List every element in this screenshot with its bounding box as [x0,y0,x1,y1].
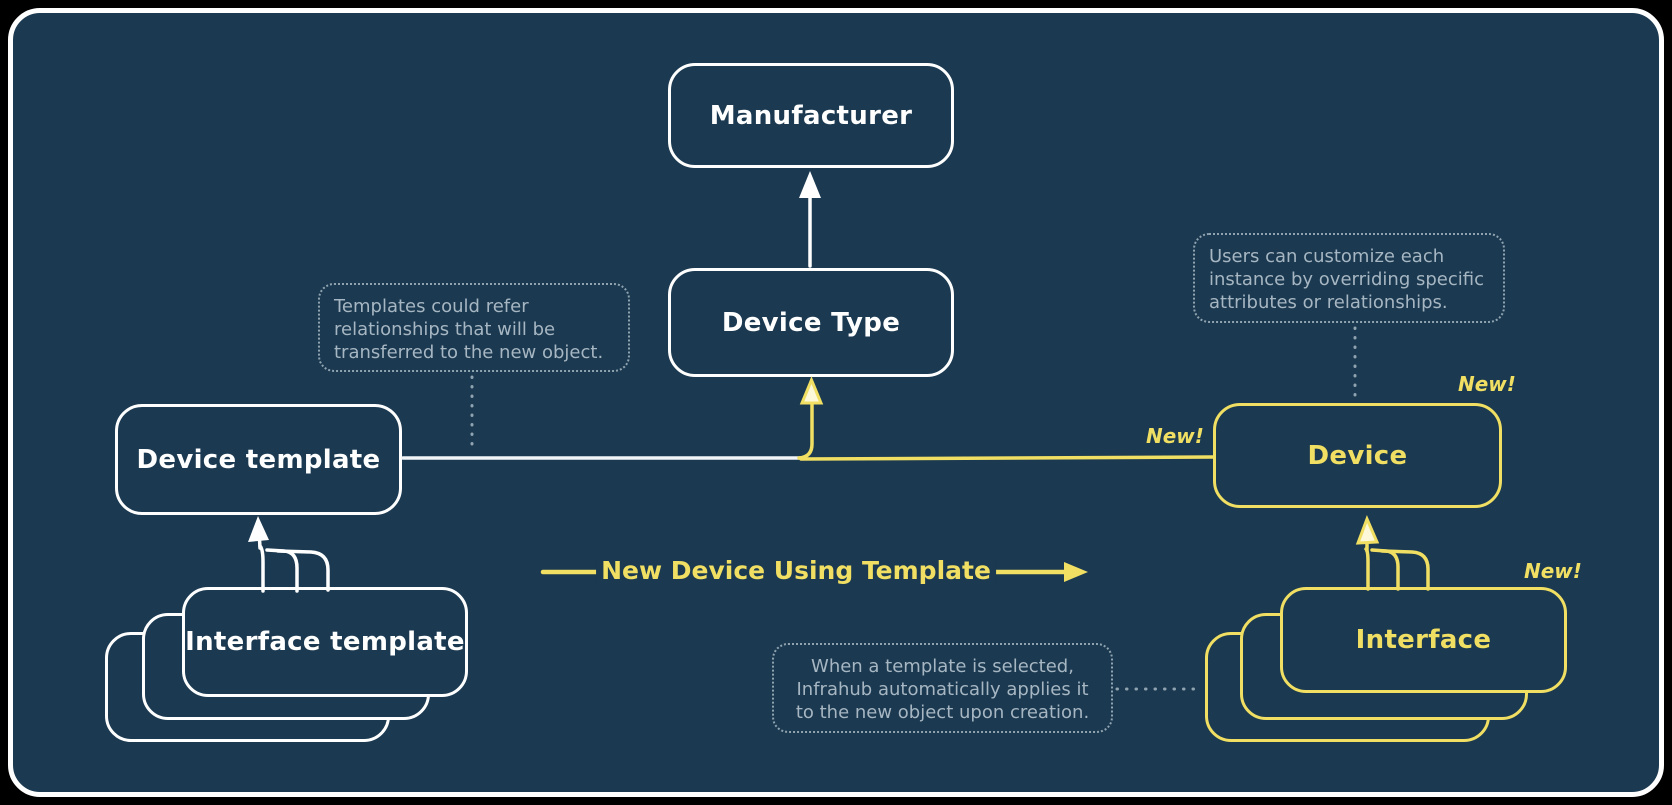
node-device: Device [1213,403,1502,508]
new-badge-link: New! [1146,424,1204,448]
annotation-line: Users can customize each [1209,246,1445,267]
node-interface-template: Interface template [182,587,468,697]
node-device-type: Device Type [668,268,954,377]
node-manufacturer: Manufacturer [668,63,954,168]
node-device-type-label: Device Type [721,307,901,338]
annotation-line: Infrahub automatically applies it [796,679,1089,700]
annotation-template-selected: When a template is selected, Infrahub au… [772,643,1113,733]
node-interface-template-label: Interface template [185,627,465,657]
node-device-template-label: Device template [136,444,381,475]
node-interface: Interface [1280,587,1567,693]
flow-arrow-label: New Device Using Template [596,555,996,587]
new-badge-interface: New! [1524,559,1582,583]
node-device-template: Device template [115,404,402,515]
node-manufacturer-label: Manufacturer [709,100,913,131]
node-device-label: Device [1307,440,1408,471]
annotation-users-customize: Users can customize each instance by ove… [1193,233,1505,323]
annotation-line: When a template is selected, [811,656,1074,677]
node-interface-label: Interface [1355,625,1492,655]
annotation-line: to the new object upon creation. [795,702,1090,723]
new-badge-device: New! [1458,372,1516,396]
annotation-line: attributes or relationships. [1209,292,1448,313]
annotation-line: relationships that will be [334,319,556,340]
annotation-line: transferred to the new object. [334,342,604,363]
annotation-templates-refer: Templates could refer relationships that… [318,283,630,372]
annotation-line: Templates could refer [334,296,529,317]
annotation-line: instance by overriding specific [1209,269,1484,290]
